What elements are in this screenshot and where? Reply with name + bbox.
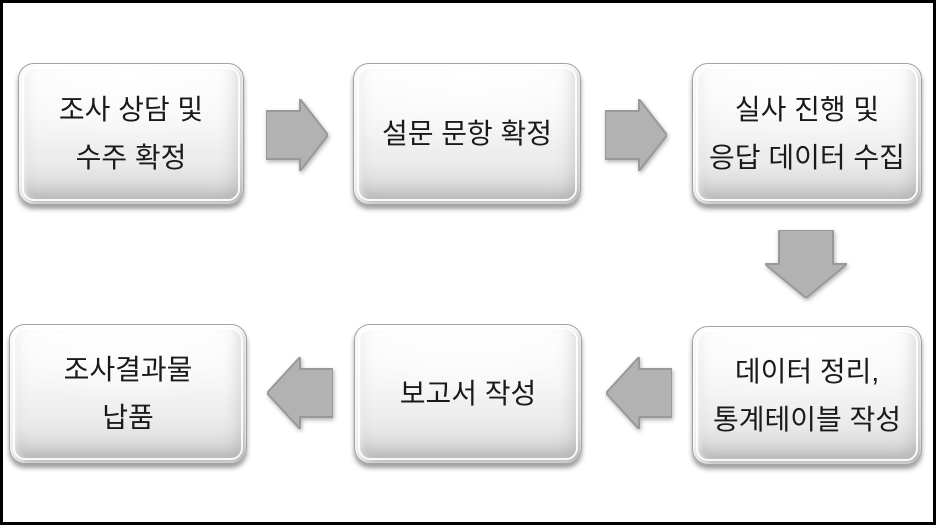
flow-step-data-tables: 데이터 정리, 통계테이블 작성 xyxy=(692,326,922,465)
arrow-left-icon xyxy=(606,357,672,429)
arrow-right-icon xyxy=(266,99,328,171)
arrow-right-shape xyxy=(605,99,667,171)
arrow-right-icon xyxy=(605,99,667,171)
arrow-left-shape xyxy=(267,357,333,429)
arrow-right-shape xyxy=(266,99,328,171)
step-label-line: 조사결과물 xyxy=(63,354,193,385)
flow-step-questionnaire: 설문 문항 확정 xyxy=(353,63,581,205)
step-label-line: 납품 xyxy=(102,402,154,433)
step-label-line: 조사 상담 및 xyxy=(58,94,204,125)
step-label-line: 데이터 정리, xyxy=(734,355,880,387)
step-label-line: 통계테이블 작성 xyxy=(712,403,902,435)
step-label-line: 수주 확정 xyxy=(75,142,187,173)
arrow-left-shape xyxy=(606,357,672,429)
arrow-down-shape xyxy=(765,230,847,298)
flow-step-consult-order: 조사 상담 및 수주 확정 xyxy=(18,63,244,205)
step-label-line: 보고서 작성 xyxy=(399,378,537,409)
flow-step-deliverables: 조사결과물 납품 xyxy=(9,324,247,464)
arrow-down-icon xyxy=(765,230,847,298)
step-label-line: 응답 데이터 수집 xyxy=(709,142,905,173)
arrow-left-icon xyxy=(267,357,333,429)
step-label-line: 설문 문항 확정 xyxy=(381,118,553,149)
step-label-line: 실사 진행 및 xyxy=(734,94,880,125)
flow-step-fieldwork-collect: 실사 진행 및 응답 데이터 수집 xyxy=(692,63,922,205)
flow-step-report: 보고서 작성 xyxy=(354,324,582,464)
